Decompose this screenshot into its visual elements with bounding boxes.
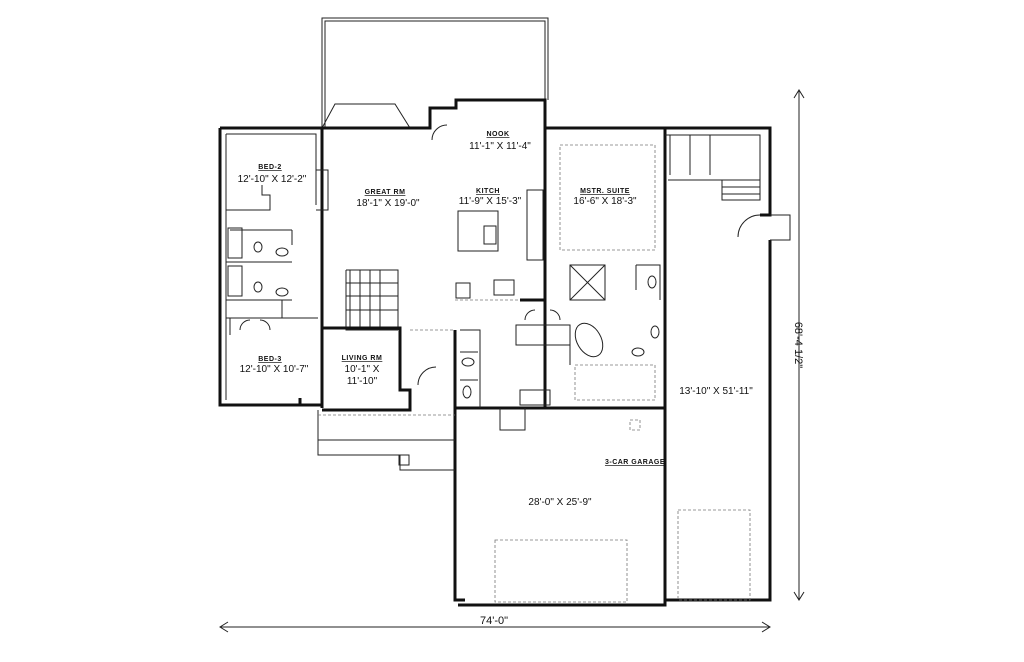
- great-rm-size: 18'-1" X 19'-0": [356, 198, 420, 209]
- bed3-name: BED-3: [258, 356, 282, 363]
- living-rm-name: LIVING RM: [342, 355, 383, 362]
- kitch-size: 11'-9" X 15'-3": [459, 196, 522, 207]
- mstr-suite-name: MSTR. SUITE: [580, 188, 630, 195]
- width-dimension-label: 74'-0": [480, 615, 508, 627]
- bed2-name: BED-2: [258, 164, 282, 171]
- mstr-suite-size: 16'-6" X 18'-3": [573, 196, 637, 207]
- master-suite: [515, 126, 667, 410]
- depth-dimension-label: 68'-4 1/2": [792, 322, 804, 368]
- living-room-porch: [317, 326, 455, 471]
- garage: [458, 126, 791, 607]
- living-rm-size-2: 11'-10": [347, 376, 378, 387]
- garage-size: 28'-0" X 25'-9": [528, 497, 592, 508]
- depth-dimension: 68'-4 1/2": [792, 89, 805, 601]
- bed2-size: 12'-10" X 12'-2": [238, 174, 307, 185]
- covered-patio: [321, 17, 549, 129]
- living-rm-size-1: 10'-1" X: [345, 364, 380, 375]
- nook-name: NOOK: [487, 131, 510, 138]
- garage-name: 3-CAR GARAGE: [605, 459, 665, 466]
- bed3-size: 12'-10" X 10'-7": [240, 364, 309, 375]
- width-dimension: 74'-0": [219, 615, 771, 633]
- great-rm-name: GREAT RM: [365, 189, 406, 196]
- nook-size: 11'-1" X 11'-4": [469, 141, 531, 152]
- bedroom-wing: [218, 126, 322, 407]
- entry-halls: [417, 329, 551, 602]
- kitch-name: KITCH: [476, 188, 500, 195]
- great-room-kitchen: [316, 98, 547, 408]
- rv-bay-size: 13'-10" X 51'-11": [679, 386, 753, 397]
